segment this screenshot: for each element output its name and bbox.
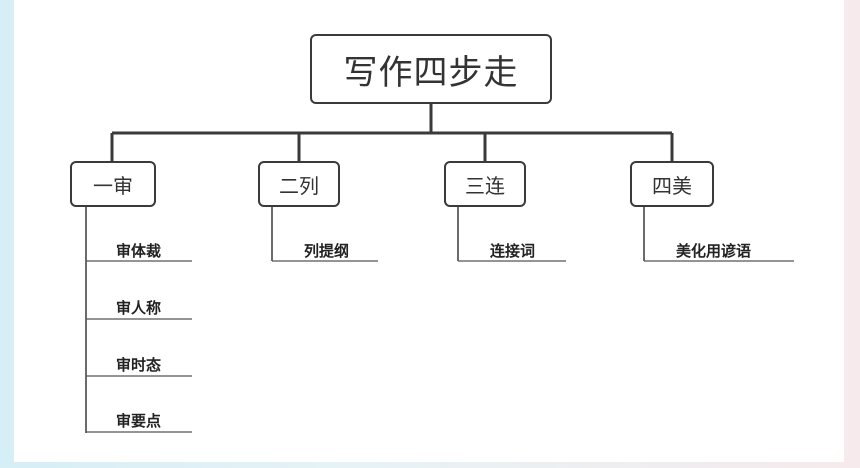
root-node: 写作四步走: [310, 34, 552, 104]
category-node-shen: 一审: [70, 161, 156, 207]
leaf-item: 连接词: [490, 242, 536, 260]
category-node-lie: 二列: [258, 161, 340, 207]
leaf-item: 美化用谚语: [676, 242, 752, 260]
leaf-item: 列提纲: [304, 242, 350, 260]
category-node-lian: 三连: [444, 161, 526, 207]
leaf-item: 审人称: [116, 299, 162, 317]
leaf-item: 审要点: [116, 412, 162, 430]
leaf-item: 审体裁: [116, 242, 162, 260]
leaf-item: 审时态: [116, 356, 162, 374]
category-node-mei: 四美: [630, 161, 714, 207]
